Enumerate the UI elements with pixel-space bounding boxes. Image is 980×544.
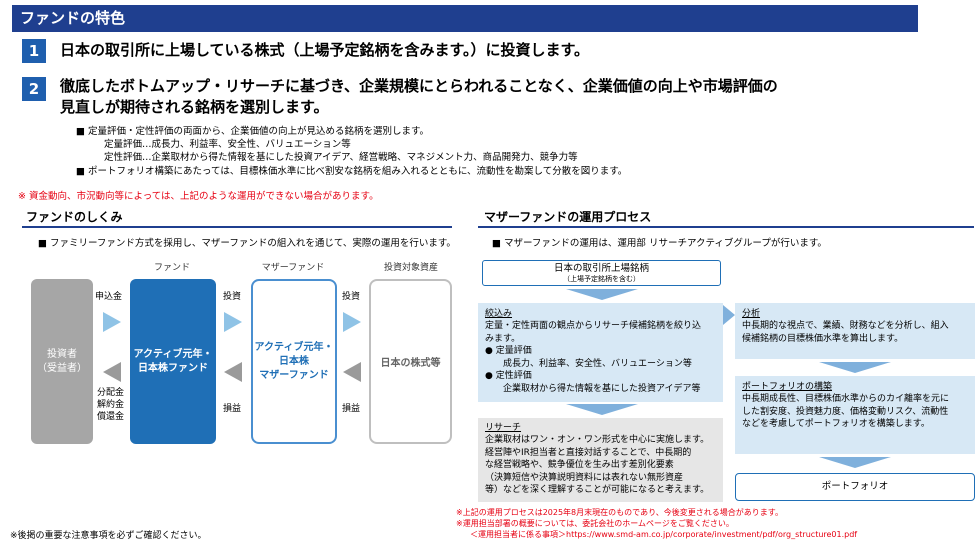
narrowing-line-1: 定量・定性両面の観点からリサーチ候補銘柄を絞り込 xyxy=(485,321,702,331)
label-distribution-2: 解約金 xyxy=(97,400,125,410)
label-subscription: 申込金 xyxy=(95,292,123,302)
analysis-box: 分析 中長期的な視点で、業績、財務などを分析し、組入 候補銘柄の目標株価水準を算… xyxy=(735,303,975,359)
right-section-title: マザーファンドの運用プロセス xyxy=(484,210,652,224)
narrowing-line-6: 企業取材から得た情報を基にした投資アイデア等 xyxy=(485,383,701,394)
arrow-left-distribution-icon xyxy=(103,362,121,382)
universe-title: 日本の取引所上場銘柄 xyxy=(553,263,649,274)
portfolio-box: ポートフォリオ xyxy=(735,473,975,501)
caution-note: ※ 資金動向、市況動向等によっては、上記のような運用ができない場合があります。 xyxy=(18,191,379,202)
analysis-line-1: 中長期的な視点で、業績、財務などを分析し、組入 xyxy=(742,321,949,331)
narrowing-head: 絞込み xyxy=(485,309,513,319)
label-invest-2: 投資 xyxy=(342,292,361,302)
arrow-right-invest-2-icon xyxy=(343,312,361,332)
research-box: リサーチ 企業取材はワン・オン・ワン形式を中心に実施します。 経営陣やIR担当者… xyxy=(478,418,723,502)
portfolio-construction-line-1: 中長期成長性、目標株価水準からのカイ離率を元に xyxy=(742,394,950,404)
portfolio-construction-line-3: などを考慮してポートフォリオを構築します。 xyxy=(742,419,930,429)
bullet-portfolio: ■ ポートフォリオ構築にあたっては、目標株価水準に比べ割安な銘柄を組み入れるとと… xyxy=(76,166,628,177)
investor-sublabel: （受益者） xyxy=(37,362,87,374)
right-section-bullet: ■ マザーファンドの運用は、運用部 リサーチアクティブグループが行います。 xyxy=(492,238,827,249)
investor-box: 投資者 （受益者） xyxy=(31,279,93,444)
arrow-down-1-icon xyxy=(566,289,638,300)
feature-2-line1: 徹底したボトムアップ・リサーチに基づき、企業規模にとらわれることなく、企業価値の… xyxy=(60,77,778,95)
label-invest-1: 投資 xyxy=(223,292,242,302)
arrow-right-invest-1-icon xyxy=(224,312,242,332)
footnote-process: ※上記の運用プロセスは2025年8月末現在のものであり、今後変更される場合があり… xyxy=(456,508,783,517)
portfolio-construction-line-2: した割安度、投資魅力度、価格変動リスク、流動性 xyxy=(742,406,949,417)
arrow-right-analysis-icon xyxy=(723,305,735,325)
feature-1-text: 日本の取引所に上場している株式（上場予定銘柄を含みます。）に投資します。 xyxy=(60,41,590,59)
right-section-divider xyxy=(478,226,974,228)
arrow-left-pl-2-icon xyxy=(343,362,361,382)
arrow-down-4-icon xyxy=(819,457,891,468)
bullet-quantitative: 定量評価…成長力、利益率、安全性、バリュエーション等 xyxy=(104,139,351,150)
arrow-right-subscription-icon xyxy=(103,312,121,332)
footnote-department: ※運用担当部署の概要については、委託会社のホームページをご覧ください。 xyxy=(456,519,734,528)
universe-box: 日本の取引所上場銘柄 （上場予定銘柄を含む） xyxy=(482,260,721,286)
research-line-4: （決算短信や決算説明資料には表れない無形資産 xyxy=(485,472,684,483)
narrowing-line-3: ● 定量評価 xyxy=(485,346,532,356)
footnote-url: ＜運用担当者に係る事項＞https://www.smd-am.co.jp/cor… xyxy=(470,530,858,539)
mother-fund-box: アクティブ元年・ 日本株 マザーファンド xyxy=(251,279,337,444)
research-line-5: 等）などを深く理解することが可能になると考えます。 xyxy=(485,485,710,495)
analysis-head: 分析 xyxy=(742,309,761,319)
arrow-down-2-icon xyxy=(566,404,638,415)
bullet-qualitative: 定性評価…企業取材から得た情報を基にした投資アイデア、経営戦略、マネジメント力、… xyxy=(104,152,578,163)
narrowing-box: 絞込み 定量・定性両面の観点からリサーチ候補銘柄を絞り込 みます。 ● 定量評価… xyxy=(478,303,723,402)
portfolio-construction-box: ポートフォリオの構築 中長期成長性、目標株価水準からのカイ離率を元に した割安度… xyxy=(735,376,975,454)
universe-sub: （上場予定銘柄を含む） xyxy=(563,275,640,283)
narrowing-line-5: ● 定性評価 xyxy=(485,371,532,381)
feature-number-2: 2 xyxy=(22,77,46,101)
research-head: リサーチ xyxy=(485,423,522,433)
bullet-valuation: ■ 定量評価・定性評価の両面から、企業価値の向上が見込める銘柄を選別します。 xyxy=(76,126,430,137)
label-distribution-3: 償還金 xyxy=(97,412,125,422)
left-section-bullet: ■ ファミリーファンド方式を採用し、マザーファンドの組入れを通じて、実際の運用を… xyxy=(38,238,456,249)
fund-label-2: 日本株ファンド xyxy=(138,362,208,374)
investor-label: 投資者 xyxy=(47,348,77,360)
page-title: ファンドの特色 xyxy=(12,5,918,32)
asset-box: 日本の株式等 xyxy=(369,279,452,444)
col-head-asset: 投資対象資産 xyxy=(383,263,438,273)
label-distribution-1: 分配金 xyxy=(97,388,125,398)
analysis-line-2: 候補銘柄の目標株価水準を算出します。 xyxy=(742,333,904,344)
asset-label: 日本の株式等 xyxy=(380,358,441,369)
col-head-mother: マザーファンド xyxy=(261,263,325,273)
footnote-important: ※後掲の重要な注意事項を必ずご確認ください。 xyxy=(10,531,207,541)
mother-label-3: マザーファンド xyxy=(259,369,329,381)
mother-label-2: 日本株 xyxy=(279,355,309,367)
col-head-fund: ファンド xyxy=(153,263,190,273)
arrow-left-pl-1-icon xyxy=(224,362,242,382)
left-section-title: ファンドのしくみ xyxy=(26,210,123,224)
fund-box: アクティブ元年・ 日本株ファンド xyxy=(130,279,216,444)
label-pl-2: 損益 xyxy=(342,404,361,414)
left-section-divider xyxy=(22,226,452,228)
feature-number-1: 1 xyxy=(22,39,46,63)
research-line-3: な経営戦略や、競争優位を生み出す差別化要素 xyxy=(485,460,674,470)
portfolio-construction-head: ポートフォリオの構築 xyxy=(742,382,833,392)
narrowing-line-4: 成長力、利益率、安全性、バリュエーション等 xyxy=(485,358,692,369)
fund-label-1: アクティブ元年・ xyxy=(133,348,213,360)
narrowing-line-2: みます。 xyxy=(485,333,521,344)
feature-2-line2: 見直しが期待される銘柄を選別します。 xyxy=(60,98,329,116)
research-line-2: 経営陣やIR担当者と直接対話することで、中長期的 xyxy=(485,447,692,458)
arrow-down-3-icon xyxy=(819,362,891,373)
research-line-1: 企業取材はワン・オン・ワン形式を中心に実施します。 xyxy=(485,435,710,445)
label-pl-1: 損益 xyxy=(223,404,242,414)
mother-label-1: アクティブ元年・ xyxy=(254,341,334,353)
